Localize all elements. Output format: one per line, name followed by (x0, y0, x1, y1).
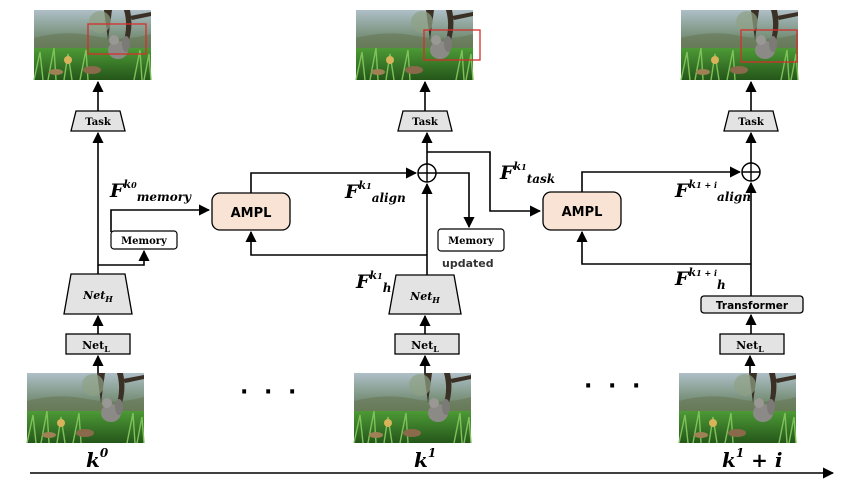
fusion-node-2 (741, 162, 761, 182)
memory-block-1: Memory (110, 230, 178, 250)
transformer-block: Transformer (700, 295, 804, 314)
ellipsis-2: · · · (584, 374, 645, 399)
task-label-1: Task (85, 117, 112, 128)
ampl-block-2: AMPL (542, 191, 622, 231)
label-f-align-2: Fk1 + ialign (675, 178, 752, 204)
net-l-block-1: NetL (65, 333, 131, 355)
task-block-1: Task (70, 110, 126, 132)
memory-block-2: Memory (437, 228, 505, 252)
net-l-block-3: NetL (719, 333, 785, 355)
label-f-align-1: Fk1align (345, 179, 406, 205)
bounding-box-2 (423, 29, 481, 61)
ellipsis-1: · · · (240, 380, 301, 405)
fusion-node-1 (417, 163, 437, 183)
net-h-label-2: NetH (409, 290, 440, 305)
net-l-label-2: NetL (411, 339, 439, 354)
task-block-3: Task (723, 110, 779, 132)
label-f-h-2: Fk1 + ih (675, 266, 726, 292)
memory-label-1: Memory (121, 236, 168, 247)
task-block-2: Task (397, 110, 453, 132)
memory-updated-label: updated (442, 257, 494, 270)
net-l-block-2: NetL (394, 333, 460, 355)
connectors-2 (245, 80, 542, 373)
net-h-block-1: NetH (63, 273, 133, 315)
label-f-task-1: Fk1task (500, 160, 556, 186)
transformer-label: Transformer (716, 300, 789, 312)
output-frame-3 (680, 9, 799, 81)
net-l-label-3: NetL (736, 339, 764, 354)
time-step-k1: k1 (414, 446, 437, 472)
ampl-label-2: AMPL (562, 205, 603, 220)
label-f-h-1: Fk1h (356, 269, 392, 295)
memory-label-2: Memory (448, 236, 495, 247)
time-step-k1-plus-i: k1 + i (722, 446, 783, 472)
bounding-box-3 (740, 29, 798, 63)
ampl-block-1: AMPL (211, 192, 291, 231)
output-frame-2 (355, 9, 481, 81)
input-frame-3 (678, 372, 797, 444)
output-frame-1 (33, 9, 152, 81)
net-h-block-2: NetH (388, 274, 462, 315)
task-label-2: Task (412, 117, 439, 128)
task-label-3: Task (738, 117, 765, 128)
input-frame-1 (26, 372, 145, 444)
bounding-box-1 (87, 23, 147, 55)
label-f-memory: Fk0memory (110, 178, 192, 204)
net-h-label-1: NetH (82, 289, 113, 304)
net-l-label-1: NetL (82, 339, 110, 354)
ampl-label-1: AMPL (231, 206, 272, 221)
time-step-k0: k0 (86, 446, 109, 472)
connectors-3 (576, 80, 757, 373)
input-frame-2 (353, 372, 472, 444)
connectors-1 (92, 80, 211, 373)
